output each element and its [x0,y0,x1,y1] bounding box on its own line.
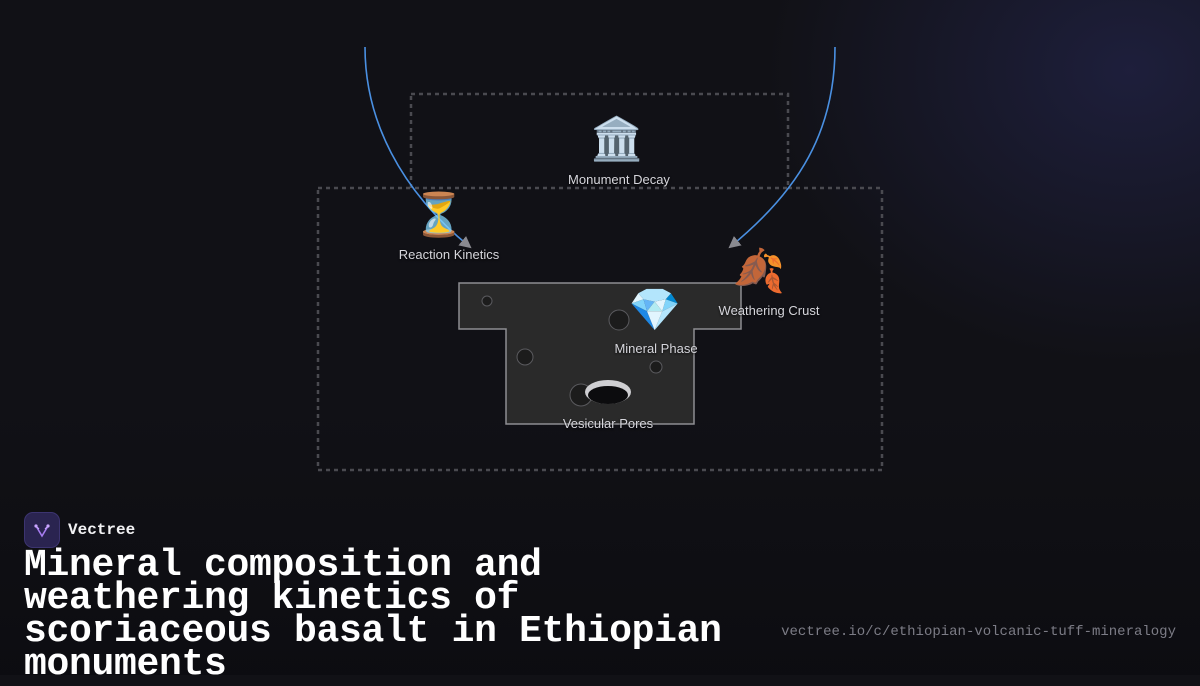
vesicle [481,295,493,307]
hourglass-icon: ⏳ [412,190,466,239]
outer-region [316,186,884,472]
vesicle [649,360,663,374]
arrow-to-reaction-kinetics [364,46,472,249]
node-label-reaction-kinetics: Reaction Kinetics [398,247,500,262]
brand-name: Vectree [68,521,136,539]
vectree-logo-icon [24,512,60,548]
vesicle [516,348,534,366]
brand: Vectree [24,512,135,548]
source-url[interactable]: vectree.io/c/ethiopian-volcanic-tuff-min… [781,624,1176,640]
monument-region [409,92,790,190]
vesicle [608,309,630,331]
classical-building-icon: 🏛️ [590,114,644,163]
fallen-leaves-icon: 🍂 [732,246,786,295]
node-label-mineral-phase: Mineral Phase [614,341,698,356]
basalt-block [458,282,742,425]
node-label-monument-decay: Monument Decay [568,172,670,187]
node-label-vesicular-pores: Vesicular Pores [562,416,654,431]
pore-hole-icon [585,380,631,404]
page-title: Mineral composition and weathering kinet… [24,544,722,686]
arrow-to-weathering-crust [728,46,836,249]
gem-icon: 💎 [628,285,682,334]
node-label-weathering-crust: Weathering Crust [718,303,820,318]
